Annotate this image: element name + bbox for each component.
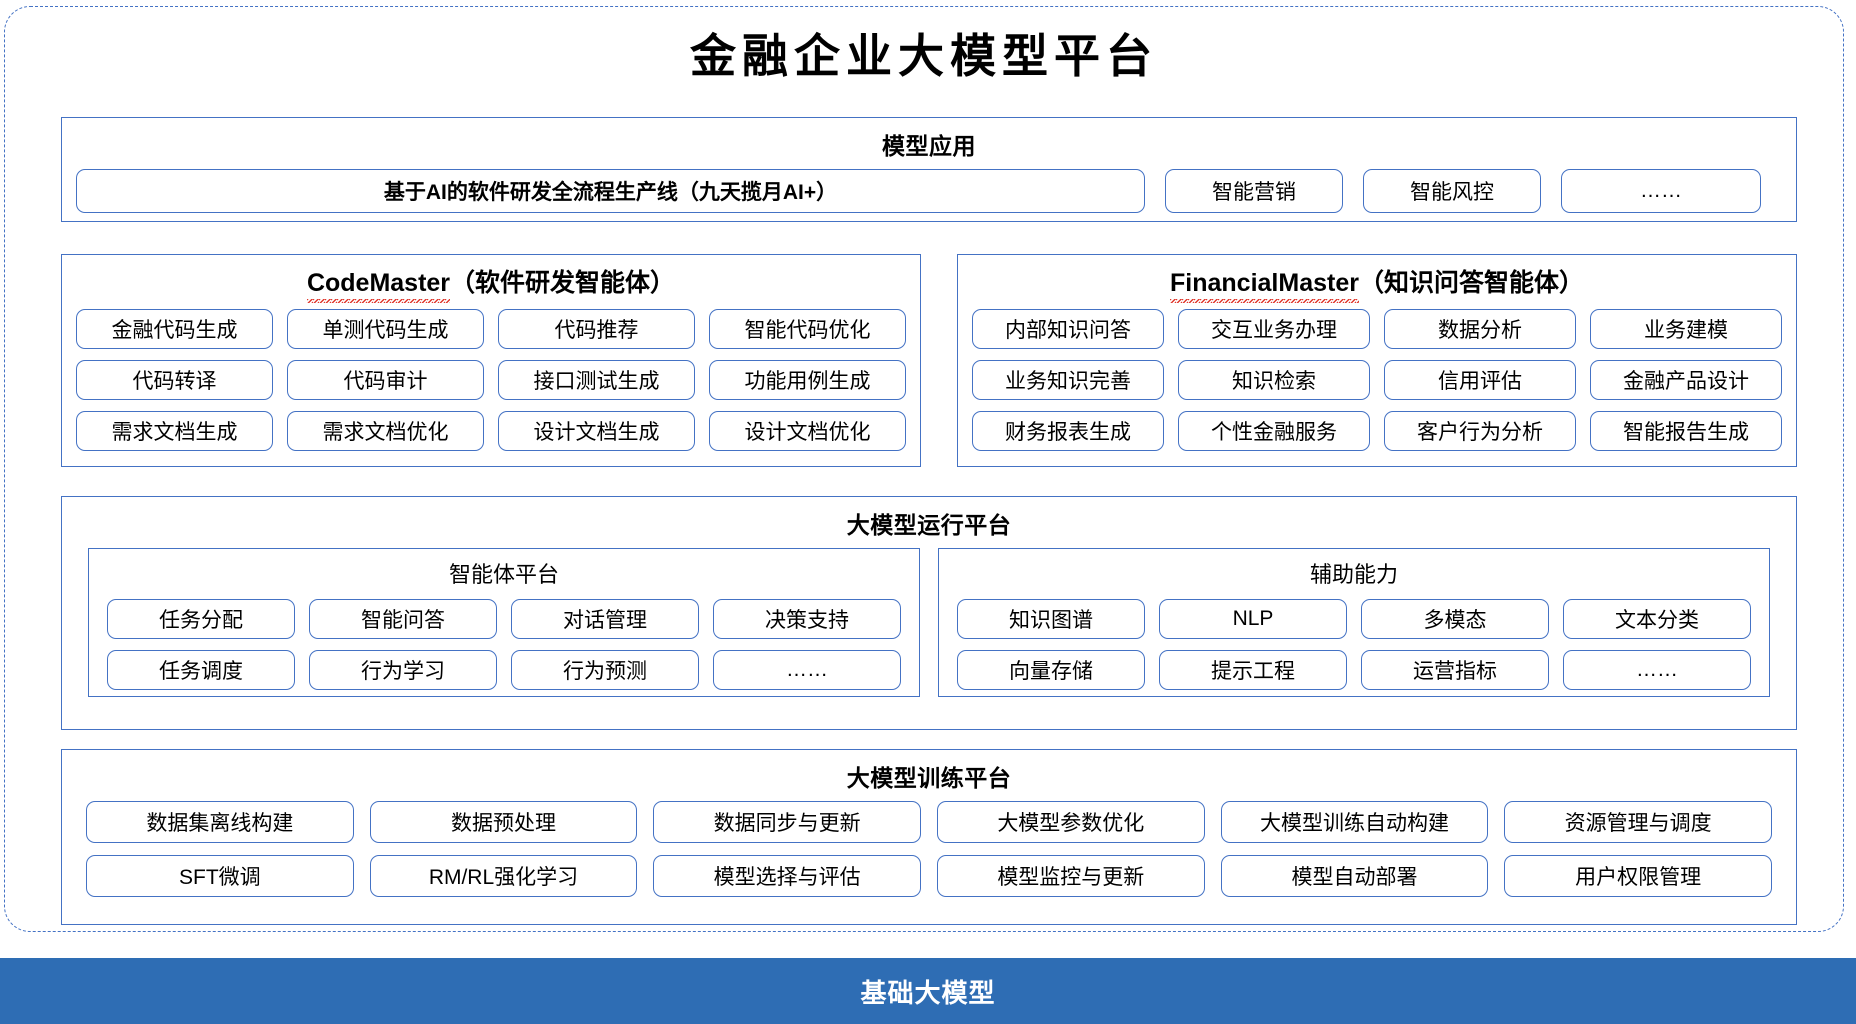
codemaster-item-4[interactable]: 代码转译 — [76, 360, 273, 400]
support-capability-item-2[interactable]: 多模态 — [1361, 599, 1549, 639]
subsection-title-support-capability: 辅助能力 — [1309, 562, 1398, 587]
codemaster-item-10[interactable]: 设计文档生成 — [498, 411, 695, 451]
financialmaster-suffix: （知识问答智能体） — [1358, 269, 1584, 297]
codemaster-item-8[interactable]: 需求文档生成 — [76, 411, 273, 451]
train-platform-item-10[interactable]: 模型自动部署 — [1220, 855, 1489, 897]
support-capability-item-4[interactable]: 向量存储 — [957, 650, 1145, 690]
financialmaster-item-0[interactable]: 内部知识问答 — [972, 309, 1164, 349]
train-platform-item-1[interactable]: 数据预处理 — [369, 801, 638, 843]
financialmaster-item-5[interactable]: 知识检索 — [1178, 360, 1370, 400]
financialmaster-item-11[interactable]: 智能报告生成 — [1590, 411, 1782, 451]
app-item-smart-marketing[interactable]: 智能营销 — [1165, 169, 1343, 213]
support-capability-item-3[interactable]: 文本分类 — [1563, 599, 1751, 639]
agent-platform-item-6[interactable]: 行为预测 — [511, 650, 699, 690]
train-platform-grid: 数据集离线构建 数据预处理 数据同步与更新 大模型参数优化 大模型训练自动构建 … — [86, 801, 1772, 897]
agent-platform-item-7[interactable]: …… — [713, 650, 901, 690]
agent-platform-grid: 任务分配 智能问答 对话管理 决策支持 任务调度 行为学习 行为预测 …… — [107, 599, 901, 690]
codemaster-item-1[interactable]: 单测代码生成 — [287, 309, 484, 349]
train-platform-item-2[interactable]: 数据同步与更新 — [653, 801, 921, 843]
section-title-train-platform: 大模型训练平台 — [846, 765, 1012, 791]
codemaster-name-misspelled: CodeMaster — [306, 269, 451, 303]
agent-platform-item-3[interactable]: 决策支持 — [713, 599, 901, 639]
train-platform-item-11[interactable]: 用户权限管理 — [1504, 855, 1772, 897]
financialmaster-item-4[interactable]: 业务知识完善 — [972, 360, 1164, 400]
codemaster-item-5[interactable]: 代码审计 — [287, 360, 484, 400]
section-model-application: 模型应用 基于AI的软件研发全流程生产线（九天揽月AI+） 智能营销 智能风控 … — [61, 117, 1797, 222]
train-platform-item-8[interactable]: 模型选择与评估 — [653, 855, 921, 897]
train-platform-item-0[interactable]: 数据集离线构建 — [86, 801, 354, 843]
section-codemaster: CodeMaster（软件研发智能体） 金融代码生成 单测代码生成 代码推荐 智… — [61, 254, 921, 467]
train-platform-item-3[interactable]: 大模型参数优化 — [936, 801, 1205, 843]
train-platform-item-4[interactable]: 大模型训练自动构建 — [1220, 801, 1489, 843]
codemaster-item-7[interactable]: 功能用例生成 — [709, 360, 906, 400]
financialmaster-item-1[interactable]: 交互业务办理 — [1178, 309, 1370, 349]
train-platform-item-6[interactable]: SFT微调 — [86, 855, 354, 897]
app-item-more[interactable]: …… — [1561, 169, 1761, 213]
subsection-agent-platform: 智能体平台 任务分配 智能问答 对话管理 决策支持 任务调度 行为学习 行为预测… — [88, 548, 920, 697]
train-platform-item-5[interactable]: 资源管理与调度 — [1504, 801, 1772, 843]
base-model-bar: 基础大模型 — [0, 958, 1856, 1024]
financialmaster-item-10[interactable]: 客户行为分析 — [1384, 411, 1576, 451]
financialmaster-item-6[interactable]: 信用评估 — [1384, 360, 1576, 400]
page-title: 金融企业大模型平台 — [690, 29, 1158, 83]
codemaster-item-3[interactable]: 智能代码优化 — [709, 309, 906, 349]
support-capability-grid: 知识图谱 NLP 多模态 文本分类 向量存储 提示工程 运营指标 …… — [957, 599, 1751, 690]
agent-platform-item-4[interactable]: 任务调度 — [107, 650, 295, 690]
train-platform-item-7[interactable]: RM/RL强化学习 — [369, 855, 638, 897]
section-title-codemaster: CodeMaster（软件研发智能体） — [62, 263, 920, 303]
diagram-outer-frame: 金融企业大模型平台 模型应用 基于AI的软件研发全流程生产线（九天揽月AI+） … — [4, 6, 1844, 932]
train-platform-item-9[interactable]: 模型监控与更新 — [936, 855, 1205, 897]
codemaster-item-2[interactable]: 代码推荐 — [498, 309, 695, 349]
support-capability-item-6[interactable]: 运营指标 — [1361, 650, 1549, 690]
codemaster-item-0[interactable]: 金融代码生成 — [76, 309, 273, 349]
financialmaster-item-2[interactable]: 数据分析 — [1384, 309, 1576, 349]
subsection-title-agent-platform: 智能体平台 — [448, 562, 559, 587]
codemaster-item-11[interactable]: 设计文档优化 — [709, 411, 906, 451]
codemaster-item-6[interactable]: 接口测试生成 — [498, 360, 695, 400]
subsection-support-capability: 辅助能力 知识图谱 NLP 多模态 文本分类 向量存储 提示工程 运营指标 …… — [938, 548, 1770, 697]
agent-platform-item-2[interactable]: 对话管理 — [511, 599, 699, 639]
financialmaster-item-3[interactable]: 业务建模 — [1590, 309, 1782, 349]
section-title-financialmaster: FinancialMaster（知识问答智能体） — [958, 263, 1796, 303]
section-title-run-platform: 大模型运行平台 — [846, 512, 1012, 538]
support-capability-item-5[interactable]: 提示工程 — [1159, 650, 1347, 690]
model-application-row: 基于AI的软件研发全流程生产线（九天揽月AI+） 智能营销 智能风控 …… — [76, 169, 1782, 213]
run-platform-panels: 智能体平台 任务分配 智能问答 对话管理 决策支持 任务调度 行为学习 行为预测… — [88, 548, 1770, 697]
financialmaster-item-7[interactable]: 金融产品设计 — [1590, 360, 1782, 400]
codemaster-grid: 金融代码生成 单测代码生成 代码推荐 智能代码优化 代码转译 代码审计 接口测试… — [76, 309, 906, 451]
codemaster-item-9[interactable]: 需求文档优化 — [287, 411, 484, 451]
section-financialmaster: FinancialMaster（知识问答智能体） 内部知识问答 交互业务办理 数… — [957, 254, 1797, 467]
support-capability-item-7[interactable]: …… — [1563, 650, 1751, 690]
support-capability-item-1[interactable]: NLP — [1159, 599, 1347, 639]
section-run-platform: 大模型运行平台 智能体平台 任务分配 智能问答 对话管理 决策支持 任务调度 行… — [61, 496, 1797, 730]
agent-platform-item-0[interactable]: 任务分配 — [107, 599, 295, 639]
app-item-smart-risk-control[interactable]: 智能风控 — [1363, 169, 1541, 213]
support-capability-item-0[interactable]: 知识图谱 — [957, 599, 1145, 639]
agent-platform-item-1[interactable]: 智能问答 — [309, 599, 497, 639]
agent-platform-item-5[interactable]: 行为学习 — [309, 650, 497, 690]
financialmaster-grid: 内部知识问答 交互业务办理 数据分析 业务建模 业务知识完善 知识检索 信用评估… — [972, 309, 1782, 451]
section-train-platform: 大模型训练平台 数据集离线构建 数据预处理 数据同步与更新 大模型参数优化 大模… — [61, 749, 1797, 925]
financialmaster-name-misspelled: FinancialMaster — [1170, 269, 1359, 303]
base-model-label: 基础大模型 — [860, 977, 996, 1008]
financialmaster-item-9[interactable]: 个性金融服务 — [1178, 411, 1370, 451]
financialmaster-item-8[interactable]: 财务报表生成 — [972, 411, 1164, 451]
app-item-ai-pipeline[interactable]: 基于AI的软件研发全流程生产线（九天揽月AI+） — [76, 169, 1145, 213]
codemaster-suffix: （软件研发智能体） — [450, 269, 676, 297]
section-title-model-application: 模型应用 — [882, 133, 976, 159]
